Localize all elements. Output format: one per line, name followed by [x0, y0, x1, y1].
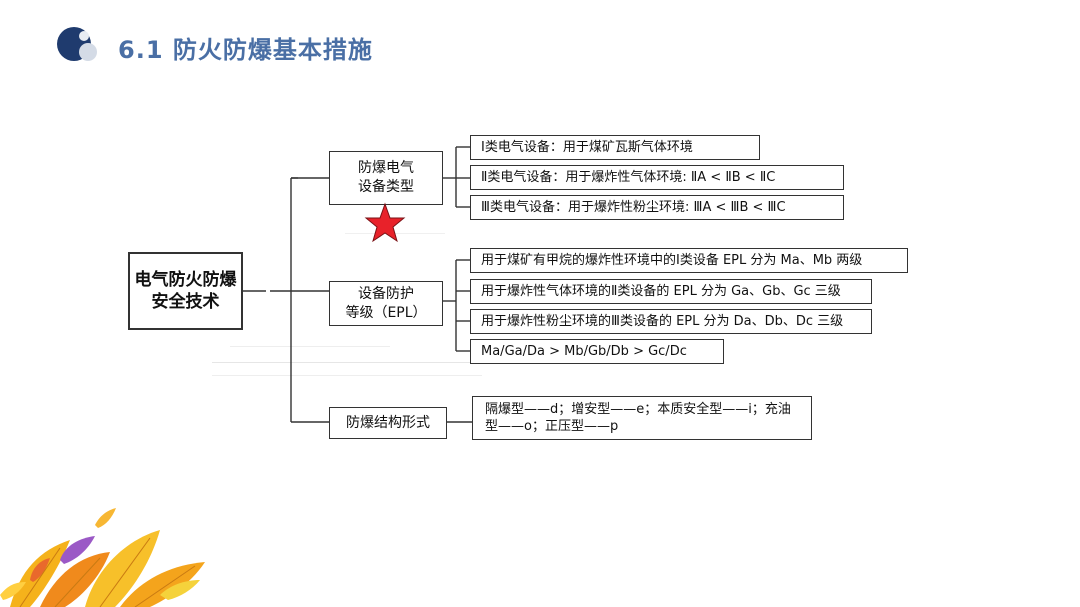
- leaf-node: 隔爆型——d；增安型——e；本质安全型——i；充油型——o；正压型——p: [472, 396, 812, 440]
- leaf-node: 用于爆炸性粉尘环境的Ⅲ类设备的 EPL 分为 Da、Db、Dc 三级: [470, 309, 872, 334]
- branch-node-label: 防爆电气 设备类型: [358, 160, 414, 195]
- branch-node-epl: 设备防护 等级（EPL）: [329, 281, 443, 326]
- page-title: 6.1 防火防爆基本措施: [118, 36, 373, 64]
- leaf-node: Ⅲ类电气设备：用于爆炸性粉尘环境: ⅢA < ⅢB < ⅢC: [470, 195, 844, 220]
- leaf-node-label: 用于爆炸性粉尘环境的Ⅲ类设备的 EPL 分为 Da、Db、Dc 三级: [481, 314, 844, 329]
- faint-background-text: [230, 338, 390, 347]
- branch-node-label: 设备防护 等级（EPL）: [345, 285, 427, 321]
- circle-logo-icon: [57, 27, 97, 61]
- autumn-leaves-decoration: [0, 508, 205, 607]
- leaf-node: Ma/Ga/Da > Mb/Gb/Db > Gc/Dc: [470, 339, 724, 364]
- branch-node-structure: 防爆结构形式: [329, 407, 447, 439]
- leaf-node-label: 隔爆型——d；增安型——e；本质安全型——i；充油型——o；正压型——p: [485, 402, 791, 434]
- leaf-node: Ⅱ类电气设备：用于爆炸性气体环境: ⅡA < ⅡB < ⅡC: [470, 165, 844, 190]
- root-node: 电气防火防爆 安全技术: [128, 252, 243, 330]
- leaf-node-label: Ⅱ类电气设备：用于爆炸性气体环境: ⅡA < ⅡB < ⅡC: [481, 170, 776, 185]
- faint-background-text: [212, 362, 482, 376]
- leaf-node: Ⅰ类电气设备：用于煤矿瓦斯气体环境: [470, 135, 760, 160]
- leaf-node-label: Ⅲ类电气设备：用于爆炸性粉尘环境: ⅢA < ⅢB < ⅢC: [481, 200, 786, 215]
- red-star-icon: [364, 202, 406, 243]
- leaf-node-label: 用于爆炸性气体环境的Ⅱ类设备的 EPL 分为 Ga、Gb、Gc 三级: [481, 284, 841, 299]
- leaf-node-label: Ma/Ga/Da > Mb/Gb/Db > Gc/Dc: [481, 344, 687, 359]
- branch-node-label: 防爆结构形式: [346, 414, 430, 431]
- slide-header: 6.1 防火防爆基本措施: [0, 0, 1080, 90]
- leaf-node: 用于爆炸性气体环境的Ⅱ类设备的 EPL 分为 Ga、Gb、Gc 三级: [470, 279, 872, 304]
- leaf-node-label: 用于煤矿有甲烷的爆炸性环境中的Ⅰ类设备 EPL 分为 Ma、Mb 两级: [481, 253, 863, 268]
- leaf-node: 用于煤矿有甲烷的爆炸性环境中的Ⅰ类设备 EPL 分为 Ma、Mb 两级: [470, 248, 908, 273]
- branch-node-equipment-type: 防爆电气 设备类型: [329, 151, 443, 205]
- leaf-node-label: Ⅰ类电气设备：用于煤矿瓦斯气体环境: [481, 140, 693, 155]
- root-node-label: 电气防火防爆 安全技术: [134, 270, 237, 312]
